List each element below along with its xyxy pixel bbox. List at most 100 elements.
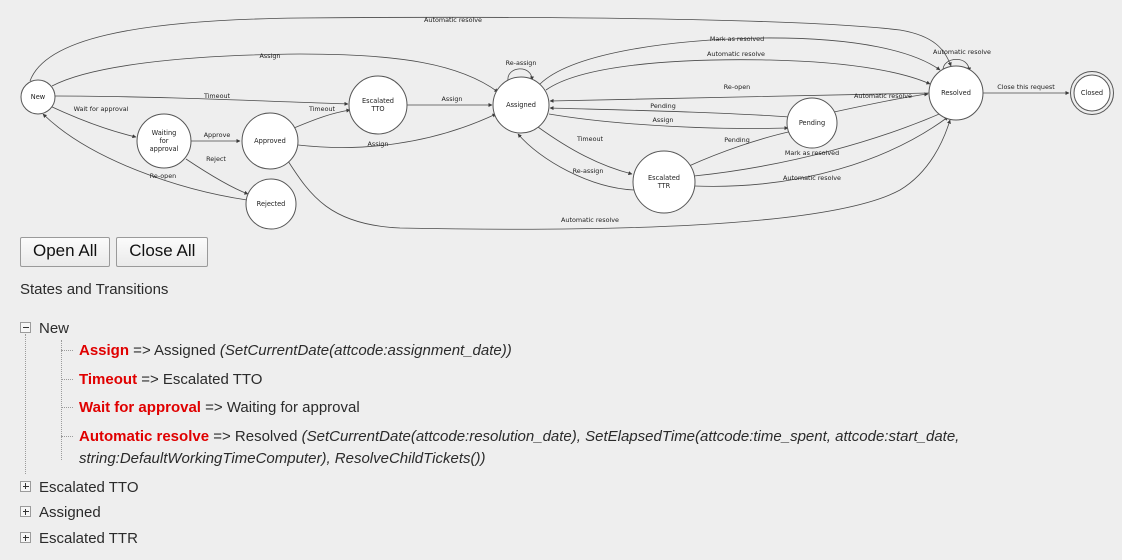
edge-label: Re-assign bbox=[573, 167, 604, 175]
final-state-ring bbox=[1070, 71, 1114, 115]
edge-assigned-escalatedttr bbox=[537, 126, 633, 176]
edge-escalatedttr-assigned bbox=[517, 133, 635, 191]
state-node-resolved[interactable]: Resolved bbox=[928, 65, 984, 121]
edge-assigned-resolved-mark bbox=[539, 37, 941, 85]
edge-assigned-self bbox=[507, 68, 534, 82]
state-circle bbox=[786, 97, 838, 149]
tree-child-guide-line bbox=[61, 339, 62, 460]
edge-assigned-pending bbox=[548, 113, 789, 131]
state-node-new[interactable]: New bbox=[20, 79, 56, 115]
transition-name: Assign bbox=[79, 341, 130, 359]
collapse-toggle-icon[interactable] bbox=[20, 322, 31, 333]
expand-toggle-icon[interactable] bbox=[20, 532, 31, 543]
state-label: Resolved bbox=[941, 89, 971, 97]
transition-arrow: => bbox=[209, 428, 235, 445]
tree-root-label[interactable]: Escalated TTO bbox=[39, 478, 139, 496]
edge-label: Approve bbox=[204, 131, 231, 139]
transition-name: Wait for approval bbox=[79, 399, 201, 417]
edge-label: Automatic resolve bbox=[424, 16, 482, 24]
state-node-approved[interactable]: Approved bbox=[241, 112, 299, 170]
transition-name: Timeout bbox=[79, 370, 138, 388]
state-circle bbox=[492, 76, 550, 134]
state-node-pending[interactable]: Pending bbox=[786, 97, 838, 149]
edge-label: Timeout bbox=[203, 92, 231, 100]
expand-toggle-icon[interactable] bbox=[20, 506, 31, 518]
state-node-closed[interactable]: Closed bbox=[1070, 71, 1114, 115]
expand-toggle-icon[interactable] bbox=[20, 480, 31, 492]
edge-pending-assigned bbox=[549, 106, 790, 118]
tree-root-label[interactable]: Assigned bbox=[39, 504, 101, 522]
transition-row[interactable]: Automatic resolve => Resolved (SetCurren… bbox=[61, 426, 1110, 470]
tree-root-escalated-ttr: Escalated TTR bbox=[20, 528, 1110, 550]
state-label: Rejected bbox=[257, 200, 286, 208]
tree-root-escalated-tto: Escalated TTO bbox=[20, 477, 1110, 499]
transition-arrow: => bbox=[129, 341, 155, 359]
state-circle bbox=[136, 113, 192, 169]
state-circle bbox=[241, 112, 299, 170]
edge-label: Pending bbox=[724, 136, 750, 144]
transition-name: Automatic resolve bbox=[79, 428, 210, 445]
transition-target-state: Assigned bbox=[154, 341, 216, 359]
edge-label: Reject bbox=[206, 155, 226, 163]
transition-row[interactable]: Timeout => Escalated TTO bbox=[61, 369, 1110, 391]
transition-row[interactable]: Wait for approval => Waiting for approva… bbox=[61, 397, 1110, 419]
state-circle bbox=[928, 65, 984, 121]
transition-arrow: => bbox=[137, 370, 163, 388]
edge-label: Automatic resolve bbox=[783, 174, 841, 182]
edge-label: Assign bbox=[653, 116, 674, 124]
tree-toolbar: Open All Close All bbox=[20, 237, 209, 267]
edge-escalatedttr-resolved-mark bbox=[693, 111, 945, 177]
edge-pending-resolved bbox=[833, 92, 929, 113]
edge-label: Timeout bbox=[308, 105, 336, 113]
state-label: Assigned bbox=[506, 101, 536, 109]
edge-label: Mark as resolved bbox=[710, 35, 764, 43]
transition-target-state: Waiting for approval bbox=[226, 399, 360, 417]
edge-label: Timeout bbox=[576, 135, 604, 143]
edge-bottom-auto-resolve bbox=[287, 119, 951, 230]
edge-label: Pending bbox=[650, 102, 676, 110]
edge-escalatedttr-pending bbox=[688, 129, 794, 167]
edge-waiting-rejected bbox=[185, 158, 249, 195]
edge-label: Automatic resolve bbox=[933, 48, 991, 56]
edge-assigned-resolved-auto bbox=[545, 59, 931, 91]
state-circle bbox=[348, 75, 408, 135]
transition-actions: (SetCurrentDate(attcode:assignment_date)… bbox=[215, 341, 512, 359]
transition-arrow: => bbox=[200, 399, 227, 417]
state-label: Pending bbox=[799, 119, 825, 127]
diagram-edges bbox=[29, 16, 1070, 230]
section-title: States and Transitions bbox=[20, 281, 169, 298]
edge-label: Re-open bbox=[724, 83, 750, 91]
edge-new-escalatedtto bbox=[54, 95, 349, 106]
edge-new-resolved bbox=[29, 16, 952, 82]
transition-row[interactable]: Assign => Assigned (SetCurrentDate(attco… bbox=[61, 340, 1110, 362]
open-all-button[interactable]: Open All bbox=[20, 237, 111, 267]
edge-resolved-assigned-reopen bbox=[549, 92, 930, 103]
edge-label: Assign bbox=[442, 95, 463, 103]
edge-new-assigned bbox=[51, 53, 499, 93]
edge-resolved-self bbox=[942, 58, 972, 72]
edge-approved-assigned bbox=[297, 113, 497, 148]
tree-root-label[interactable]: Escalated TTR bbox=[39, 530, 138, 547]
edge-label: Assign bbox=[368, 140, 389, 148]
edge-label: Automatic resolve bbox=[707, 50, 765, 58]
edge-label: Assign bbox=[260, 52, 281, 60]
transition-target-state: Escalated TTO bbox=[162, 370, 263, 388]
state-node-assigned[interactable]: Assigned bbox=[492, 76, 550, 134]
state-node-rejected[interactable]: Rejected bbox=[245, 178, 297, 230]
state-circle bbox=[245, 178, 297, 230]
close-all-button[interactable]: Close All bbox=[116, 237, 209, 267]
tree-root-label[interactable]: New bbox=[39, 320, 70, 337]
edge-label: Automatic resolve bbox=[854, 92, 912, 100]
state-label: New bbox=[31, 93, 46, 101]
edge-escalatedttr-resolved-auto bbox=[693, 116, 949, 187]
